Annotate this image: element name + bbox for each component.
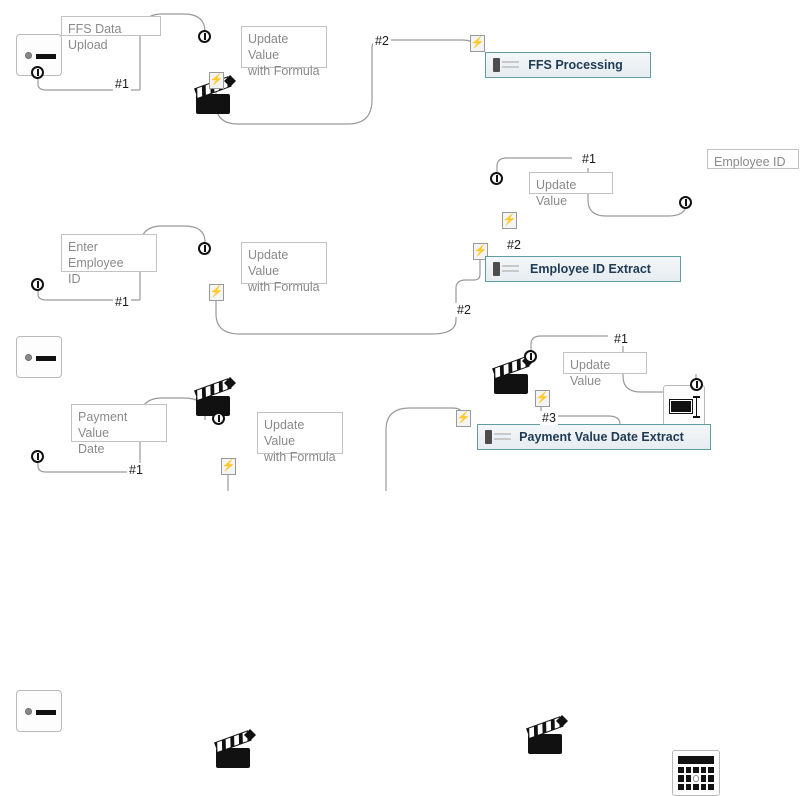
- process-bar-payment-value-date-extract[interactable]: Payment Value Date Extract: [477, 424, 711, 450]
- action-node-payment[interactable]: [212, 724, 260, 772]
- clapperboard-icon: [194, 377, 236, 416]
- process-toggle-icon: [493, 58, 519, 72]
- wire-tag: #1: [127, 463, 145, 477]
- radio-start-icon: [25, 52, 32, 59]
- connector-port-icon[interactable]: [524, 350, 537, 363]
- lightning-bolt-icon[interactable]: ⚡: [470, 35, 485, 52]
- connector-port-icon[interactable]: [31, 450, 44, 463]
- connector-port-icon[interactable]: [679, 196, 692, 209]
- lightning-bolt-icon[interactable]: ⚡: [535, 390, 550, 407]
- connector-port-icon[interactable]: [212, 412, 225, 425]
- action-node-payment-secondary[interactable]: [524, 710, 572, 758]
- calendar-grid-icon: [678, 767, 714, 790]
- wire-tag: #1: [580, 152, 598, 166]
- process-bar-title: Employee ID Extract: [530, 262, 651, 276]
- radio-start-dash-icon: [36, 710, 56, 715]
- wire-tag: #2: [505, 238, 523, 252]
- wire-tag: #1: [113, 295, 131, 309]
- lightning-bolt-icon[interactable]: ⚡: [209, 72, 224, 89]
- radio-start-icon: [25, 354, 32, 361]
- lightning-bolt-icon[interactable]: ⚡: [209, 284, 224, 301]
- wire-tag: #1: [612, 332, 630, 346]
- calendar-header-icon: [678, 756, 714, 764]
- radio-start-dash-icon: [36, 356, 56, 361]
- lightning-bolt-icon[interactable]: ⚡: [473, 243, 488, 260]
- label-update-value-formula-ffs: Update Value with Formula: [241, 26, 327, 78]
- process-toggle-icon: [485, 430, 511, 444]
- calendar-node-payment-date[interactable]: [672, 750, 720, 796]
- connector-port-icon[interactable]: [31, 278, 44, 291]
- lightning-bolt-icon[interactable]: ⚡: [502, 212, 517, 229]
- radio-start-icon: [25, 708, 32, 715]
- process-bar-employee-id-extract[interactable]: Employee ID Extract: [485, 256, 681, 282]
- label-ffs-data-upload: FFS Data Upload: [61, 16, 161, 52]
- label-update-value-employee: Update Value: [529, 172, 613, 208]
- label-employee-id: Employee ID: [707, 149, 799, 169]
- text-input-icon: [669, 399, 693, 414]
- connector-port-icon[interactable]: [198, 242, 211, 255]
- label-update-value-payment: Update Value: [563, 352, 647, 388]
- text-caret-icon: [693, 396, 700, 418]
- wire-tag: #2: [455, 303, 473, 317]
- clapperboard-icon: [214, 729, 256, 768]
- connector-port-icon[interactable]: [31, 66, 44, 79]
- action-node-employee[interactable]: [192, 372, 240, 420]
- label-payment-value-date: Payment Value Date: [71, 404, 167, 456]
- process-bar-title: FFS Processing: [528, 58, 623, 72]
- label-enter-employee-id: Enter Employee ID: [61, 234, 157, 286]
- start-node-payment[interactable]: [16, 690, 62, 732]
- clapperboard-icon: [526, 715, 568, 754]
- connector-port-icon[interactable]: [690, 378, 703, 391]
- start-node-employee[interactable]: [16, 336, 62, 378]
- process-bar-title: Payment Value Date Extract: [519, 430, 684, 444]
- process-toggle-icon: [493, 262, 519, 276]
- radio-start-dash-icon: [36, 54, 56, 59]
- connector-port-icon[interactable]: [490, 172, 503, 185]
- wire-tag: #2: [373, 34, 391, 48]
- wire-tag: #1: [113, 77, 131, 91]
- text-field-node-employee-id[interactable]: [663, 385, 705, 429]
- wire-tag: #3: [540, 411, 558, 425]
- connector-port-icon[interactable]: [198, 30, 211, 43]
- label-update-value-formula-employee: Update Value with Formula: [241, 242, 327, 294]
- lightning-bolt-icon[interactable]: ⚡: [456, 410, 471, 427]
- lightning-bolt-icon[interactable]: ⚡: [221, 458, 236, 475]
- label-update-value-formula-payment: Update Value with Formula: [257, 412, 343, 464]
- process-bar-ffs-processing[interactable]: FFS Processing: [485, 52, 651, 78]
